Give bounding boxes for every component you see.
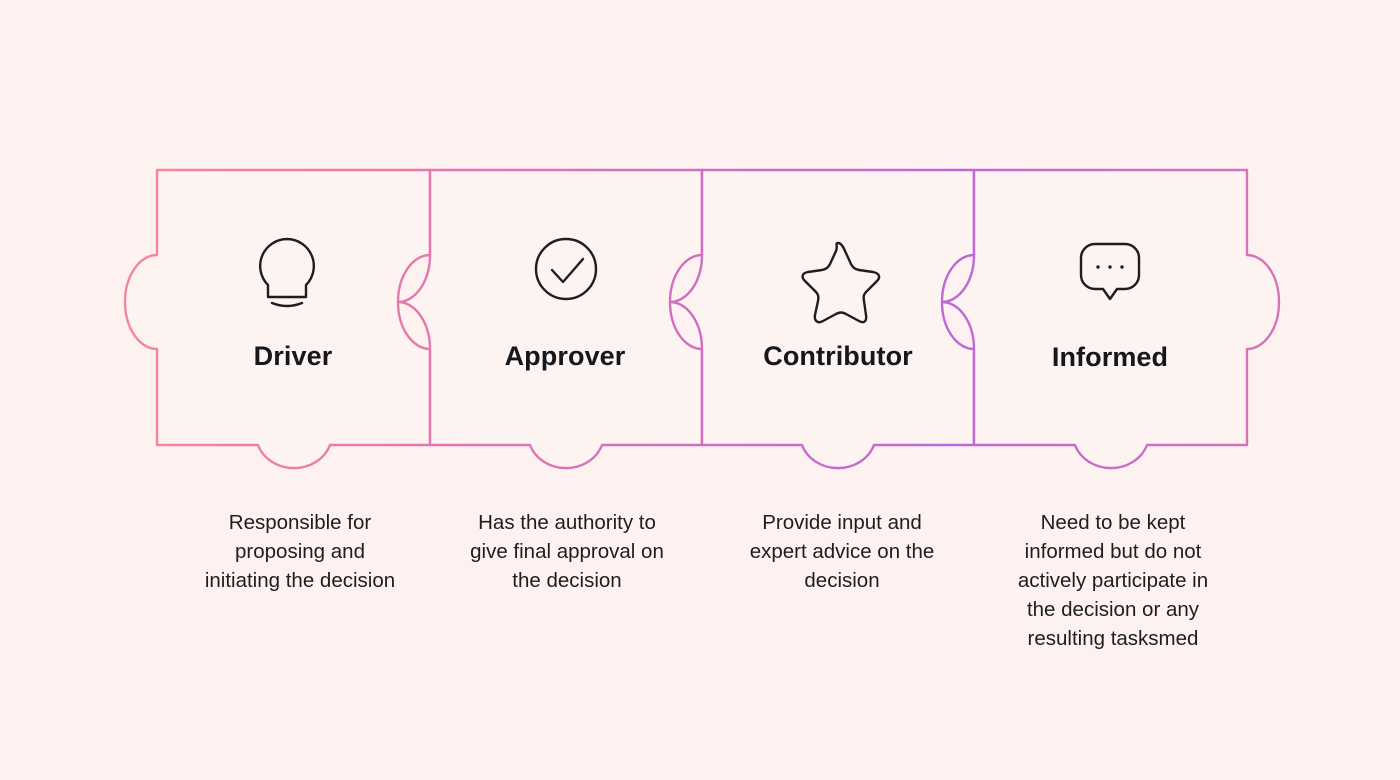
desc-line: Has the authority to (478, 511, 656, 534)
puzzle-piece-driver[interactable] (123, 168, 432, 470)
desc-line: the decision or any (1026, 598, 1200, 621)
star-icon (801, 241, 881, 324)
piece-description-approver: Has the authority to give final approval… (436, 508, 698, 595)
desc-line: Need to be kept (1040, 511, 1186, 534)
piece-title-contributor: Contributor (763, 341, 913, 371)
desc-line: actively participate in (1017, 569, 1209, 592)
desc-line: expert advice on the (749, 540, 935, 563)
desc-line: informed but do not (1024, 540, 1202, 563)
piece-description-informed: Need to be kept informed but do not acti… (979, 508, 1247, 653)
piece-title-informed: Informed (1051, 342, 1169, 372)
desc-line: proposing and (235, 540, 365, 563)
desc-line: Responsible for (228, 511, 372, 534)
piece-description-driver: Responsible for proposing and initiating… (165, 508, 435, 595)
desc-line: resulting tasksmed (1027, 627, 1199, 650)
desc-line: the decision (512, 569, 622, 592)
puzzle-piece-approver[interactable] (396, 168, 704, 470)
desc-line: decision (804, 569, 880, 592)
desc-line: Provide input and (762, 511, 922, 534)
desc-line: give final approval on (470, 540, 664, 563)
piece-title-driver: Driver (253, 341, 333, 371)
desc-line: initiating the decision (204, 569, 396, 592)
puzzle-piece-contributor[interactable] (668, 168, 976, 470)
chat-bubble-dots-icon (1079, 242, 1141, 301)
check-circle-icon (534, 237, 598, 301)
puzzle-piece-informed[interactable] (940, 168, 1281, 470)
piece-description-contributor: Provide input and expert advice on the d… (715, 508, 970, 595)
lightbulb-icon (258, 237, 316, 308)
piece-title-approver: Approver (504, 341, 626, 371)
